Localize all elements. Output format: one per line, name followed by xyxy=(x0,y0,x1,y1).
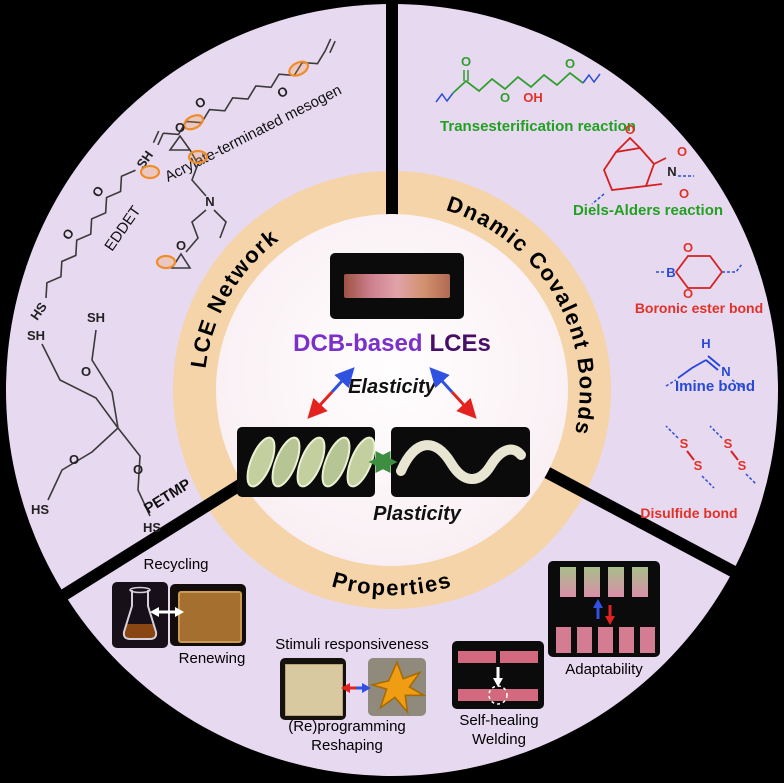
diels-alder-label: Diels-Alders reaction xyxy=(572,202,724,219)
disulfide-bond-label: Disulfide bond xyxy=(640,505,738,521)
plasticity-label: Plasticity xyxy=(373,503,461,525)
wavy-ribbon-photo xyxy=(391,427,530,497)
beaker-icon xyxy=(122,586,158,640)
adaptability-label: Adaptability xyxy=(565,661,643,678)
self-healing-strips-icon xyxy=(458,651,538,705)
self-healing-photo xyxy=(452,641,544,709)
reprogram-double-arrow-icon xyxy=(341,683,371,693)
flat-film-photo xyxy=(280,658,346,720)
recycle-double-arrow-icon xyxy=(150,607,184,617)
boronic-ester-label: Boronic ester bond xyxy=(634,300,764,316)
recycling-label: Recycling xyxy=(143,556,209,573)
adaptability-strips-icon xyxy=(556,567,655,653)
origami-star-icon xyxy=(369,660,426,715)
iridescent-film-strip xyxy=(344,274,450,298)
welding-label: Welding xyxy=(472,731,526,748)
origami-star-photo xyxy=(368,658,426,716)
elasticity-label: Elasticity xyxy=(348,376,436,398)
self-healing-label: Self-healing xyxy=(459,712,539,729)
reshaping-label: Reshaping xyxy=(311,737,383,754)
reprogramming-label: (Re)programming xyxy=(288,718,406,735)
imine-bond-label: Imine bond xyxy=(675,378,755,395)
transesterification-label: Transesterification reaction xyxy=(440,118,636,135)
renewed-film-square xyxy=(178,591,242,643)
title-prefix: DCB-based xyxy=(293,330,423,357)
stimuli-label: Stimuli responsiveness xyxy=(275,636,429,653)
renewing-label: Renewing xyxy=(178,650,246,667)
adaptability-photo xyxy=(548,561,660,657)
spiral-ribbon-photo xyxy=(237,427,375,497)
wavy-ribbon-icon xyxy=(396,440,526,484)
spiral-ribbon-icon xyxy=(246,436,375,488)
title-suffix: LCEs xyxy=(429,330,491,357)
lce-film-photo xyxy=(330,253,464,319)
renewed-film-photo xyxy=(170,584,246,646)
flat-film-square xyxy=(285,664,343,716)
